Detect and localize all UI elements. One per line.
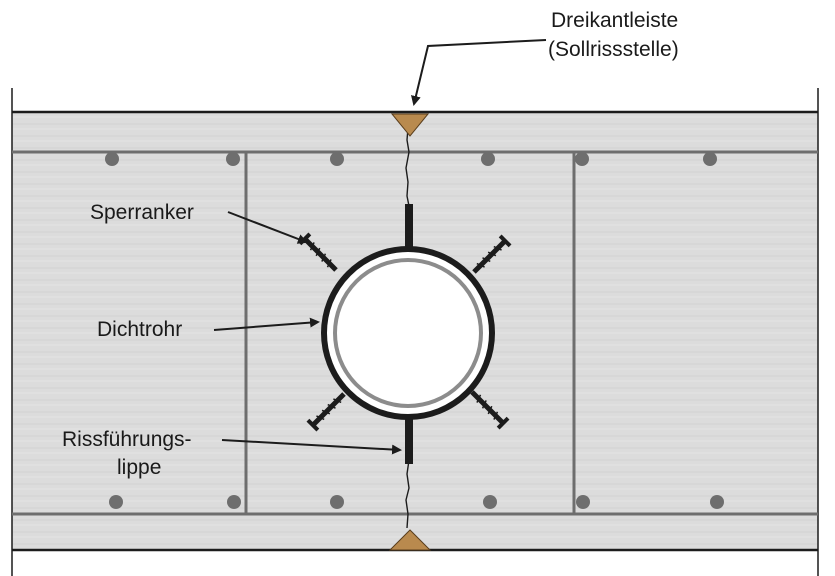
- anchor-screw-bottom-left: [306, 392, 346, 432]
- anchor-screw-top-right: [472, 234, 512, 274]
- rebar-dot: [483, 495, 497, 509]
- rebar-dot: [703, 152, 717, 166]
- crack-guide-lip-bottom: [405, 414, 413, 464]
- rebar-dot: [105, 152, 119, 166]
- rebar-bottom-row: [109, 495, 724, 509]
- sealing-pipe: [321, 246, 495, 420]
- crack-line: [405, 127, 410, 529]
- label-dreikantleiste-line2: (Sollrissstelle): [548, 38, 679, 61]
- crack-guide-lip-top: [405, 204, 413, 256]
- triangle-strip-bottom: [388, 529, 432, 551]
- triangle-strip-top: [390, 113, 430, 137]
- label-rissfuehrung-line2: lippe: [117, 456, 161, 479]
- rebar-dot: [109, 495, 123, 509]
- leader-sperranker: [227, 211, 308, 244]
- leader-rissfuehrung: [221, 439, 402, 455]
- rebar-top-row: [105, 152, 717, 166]
- leader-dichtrohr: [213, 317, 320, 331]
- rebar-dot: [330, 152, 344, 166]
- rebar-dot: [227, 495, 241, 509]
- rebar-dot: [330, 495, 344, 509]
- leader-dreikantleiste: [411, 39, 547, 106]
- anchor-screw-bottom-right: [470, 390, 510, 430]
- label-rissfuehrung-line1: Rissführungs-: [62, 428, 192, 451]
- rebar-dot: [576, 495, 590, 509]
- label-sperranker: Sperranker: [90, 201, 194, 224]
- rebar-dot: [710, 495, 724, 509]
- label-dichtrohr: Dichtrohr: [97, 318, 182, 341]
- label-dreikantleiste-line1: Dreikantleiste: [551, 9, 678, 32]
- rebar-dot: [575, 152, 589, 166]
- rebar-dot: [481, 152, 495, 166]
- rebar-dot: [226, 152, 240, 166]
